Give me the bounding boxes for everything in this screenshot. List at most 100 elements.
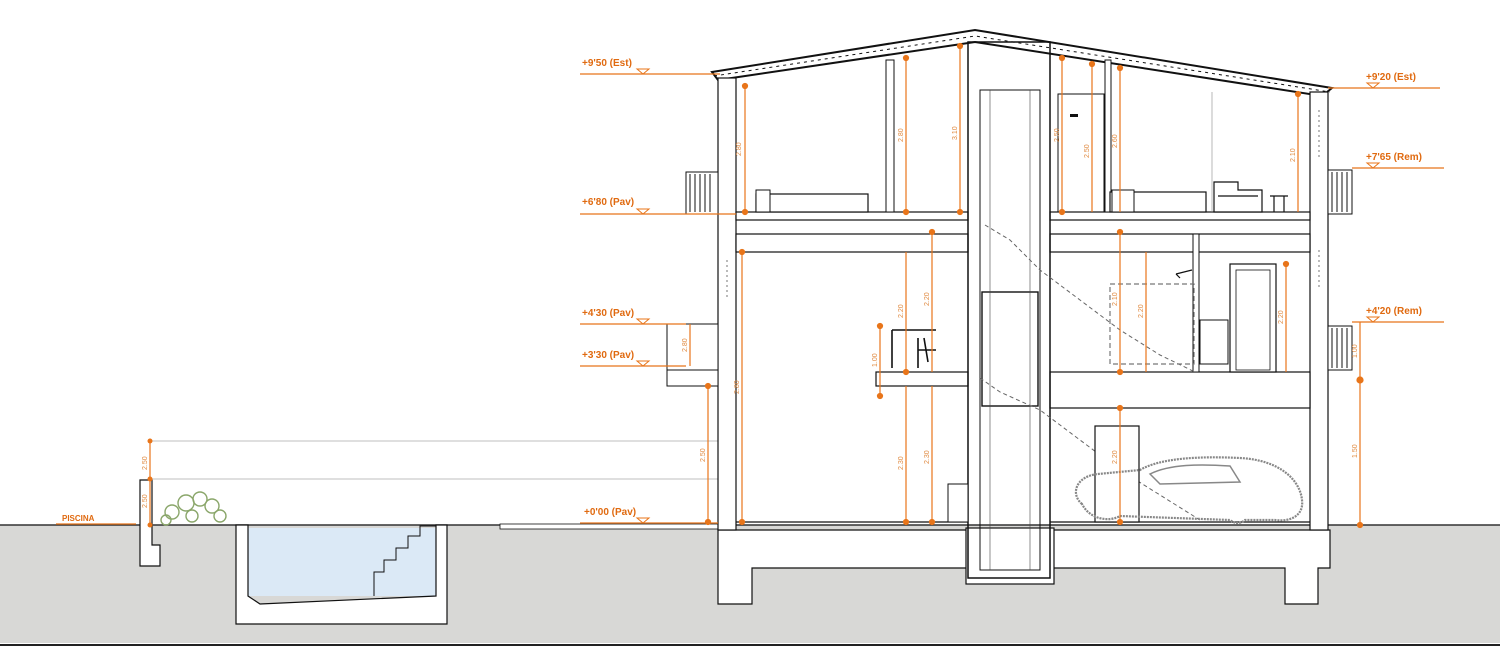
vanity — [1199, 319, 1229, 365]
dimension-label: 2.80 — [736, 142, 743, 156]
balcony-left-upper — [685, 171, 719, 215]
left-wall — [717, 77, 737, 531]
dim-mark — [956, 42, 964, 50]
dimension-label: 2.50 — [142, 494, 149, 508]
dim-mark — [1282, 260, 1290, 268]
car-window — [1148, 464, 1242, 485]
dim-mark — [741, 208, 749, 216]
level-label: +3'30 (Pav) — [582, 350, 634, 361]
dimension-label: 2.50 — [142, 456, 149, 470]
bed-left — [755, 193, 869, 213]
dim-mark — [902, 208, 910, 216]
level-triangle — [1365, 82, 1381, 89]
dim-mark — [741, 82, 749, 90]
site-label: PISCINA — [62, 514, 95, 523]
desk-chair — [891, 329, 936, 368]
dim-mark — [1058, 208, 1066, 216]
dimension-label: 1.00 — [872, 353, 879, 367]
dimension-label: 2.30 — [898, 456, 905, 470]
dim-mark — [704, 518, 712, 526]
attic-partition — [885, 59, 895, 213]
dimension-label: 2.20 — [898, 304, 905, 318]
dim-mark — [1294, 90, 1302, 98]
dim-mark — [902, 368, 910, 376]
core-outer — [967, 41, 1051, 579]
bed-left-headboard — [755, 189, 771, 213]
dimension-label: 2.50 — [700, 448, 707, 462]
level-triangle — [1365, 162, 1381, 169]
slab-ground-right — [1049, 371, 1311, 409]
bathroom-door-inner — [1235, 269, 1271, 371]
dim-mark — [902, 54, 910, 62]
level-label: +9'50 (Est) — [582, 58, 632, 69]
shrub — [160, 491, 227, 526]
dimension-label: 2.20 — [1278, 310, 1285, 324]
shrub-leaf — [192, 491, 208, 507]
dim-mark — [1116, 518, 1124, 526]
dimension-label: 2.20 — [1138, 304, 1145, 318]
slab-first-left — [735, 233, 969, 253]
level-label: +7'65 (Rem) — [1366, 152, 1422, 163]
dimension-label: 2.20 — [1112, 450, 1119, 464]
dim-mark — [147, 476, 153, 482]
dimension-label: 3.10 — [952, 126, 959, 140]
dimension-lines — [689, 42, 1364, 529]
terrace-slab — [499, 523, 721, 530]
dim-mark — [876, 322, 884, 330]
level-triangle — [635, 517, 651, 524]
level-triangle — [1365, 316, 1381, 323]
balcony-railing — [1331, 328, 1348, 368]
dimension-label: 2.80 — [898, 128, 905, 142]
level-symbols — [635, 68, 1381, 524]
dim-mark — [956, 208, 964, 216]
dim-mark — [738, 248, 746, 256]
level-triangle — [635, 360, 651, 367]
dim-mark — [1116, 228, 1124, 236]
bathroom-partition — [1192, 233, 1200, 373]
dimension-label: 2.80 — [682, 338, 689, 352]
wardrobe — [1057, 93, 1105, 213]
slab-first-right — [1049, 233, 1311, 253]
attic-partition — [1104, 59, 1112, 213]
dimension-label: 2.30 — [924, 450, 931, 464]
pool-steps — [373, 525, 436, 596]
side-table — [1270, 195, 1288, 212]
bathroom-door — [1229, 263, 1277, 373]
stair-flight — [984, 224, 1196, 373]
slab-attic-left — [735, 211, 969, 221]
dim-mark — [738, 518, 746, 526]
right-wall — [1309, 91, 1329, 531]
dim-mark — [147, 522, 153, 528]
balcony-left-ledge — [666, 369, 719, 387]
shower-head — [1175, 269, 1193, 279]
dimension-label: 2.80 — [734, 380, 741, 394]
shrub-leaf — [160, 514, 172, 526]
shrub-leaf — [177, 494, 195, 512]
dim-mark — [902, 518, 910, 526]
level-triangle — [635, 318, 651, 325]
roof — [710, 28, 1335, 98]
house-section — [666, 28, 1353, 605]
level-markers — [56, 73, 1444, 525]
level-label: +4'20 (Rem) — [1366, 306, 1422, 317]
stair-void — [1109, 283, 1195, 365]
shrub-leaf — [204, 498, 220, 514]
dimension-label: 2.20 — [924, 292, 931, 306]
balcony-railing — [689, 174, 711, 212]
balcony-railing — [1331, 172, 1348, 212]
level-triangle — [635, 68, 651, 75]
slab-mezzanine — [875, 371, 969, 387]
shrub-leaf — [185, 509, 199, 523]
pool-water — [248, 528, 436, 596]
dim-mark — [1356, 521, 1364, 529]
dimension-label: 1.50 — [1352, 444, 1359, 458]
level-label: +0'00 (Pav) — [584, 507, 636, 518]
ground-floor-step — [947, 483, 969, 523]
dim-mark — [1356, 376, 1364, 384]
shrub-leaf — [213, 509, 227, 523]
elevator-cabin — [981, 291, 1039, 407]
dim-mark — [1088, 60, 1096, 68]
dim-mark — [1116, 368, 1124, 376]
dim-mark — [928, 518, 936, 526]
level-label: +9'20 (Est) — [1366, 72, 1416, 83]
